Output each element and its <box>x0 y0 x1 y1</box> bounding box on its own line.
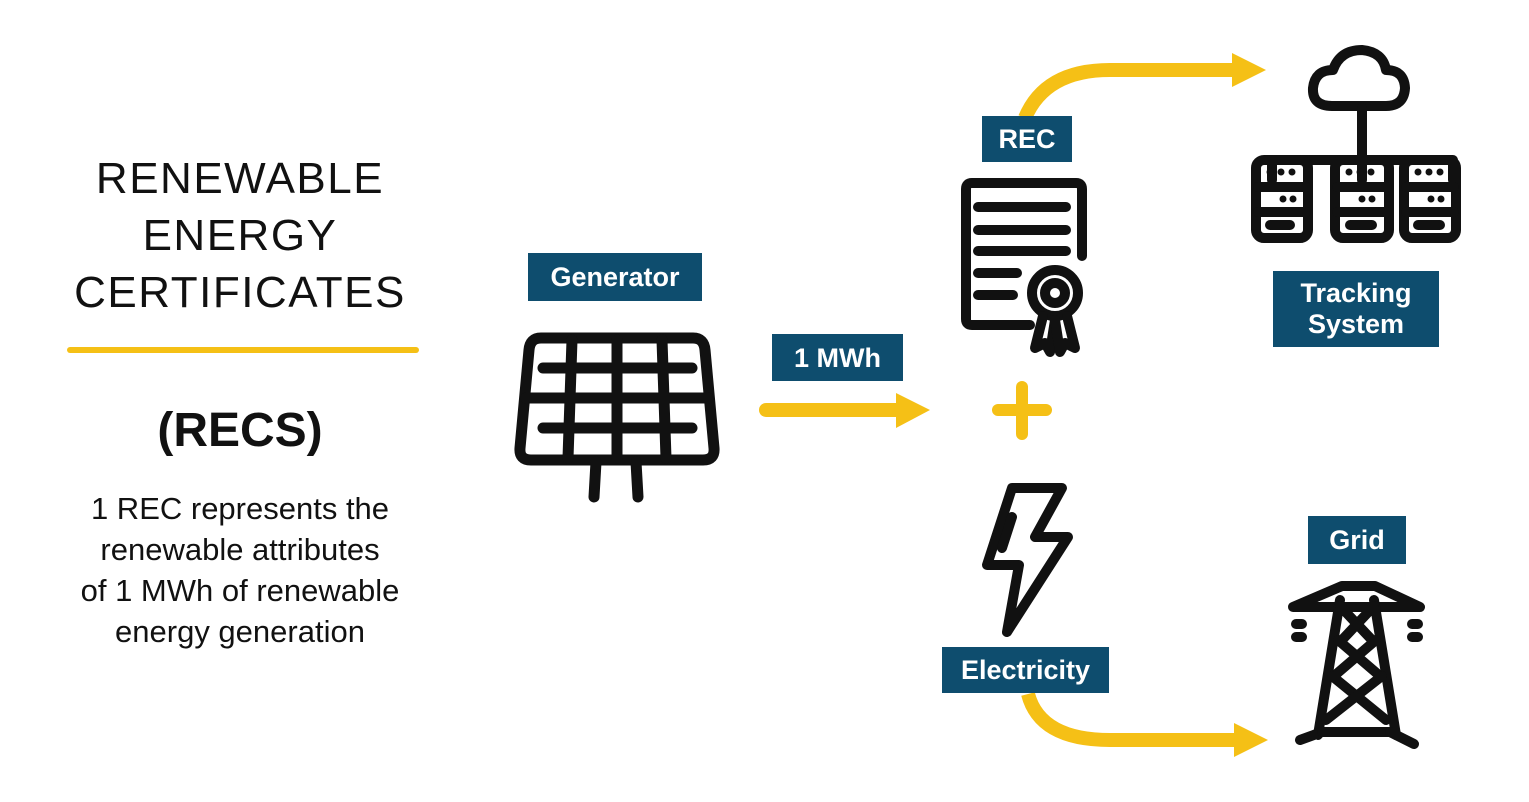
description: 1 REC represents the renewable attribute… <box>30 488 450 652</box>
description-line-2: renewable attributes <box>100 532 380 567</box>
electricity-to-grid-arrow <box>1021 691 1268 757</box>
title-line-1: RENEWABLE <box>95 154 385 203</box>
title-divider <box>67 347 419 353</box>
flow-label: 1 MWh <box>772 334 903 381</box>
diagram-title: RENEWABLE ENERGY CERTIFICATES <box>40 150 440 321</box>
solar-panel-icon <box>514 332 720 503</box>
grid-label: Grid <box>1308 516 1406 564</box>
title-line-3: CERTIFICATES <box>74 268 406 317</box>
tracking-system-label: Tracking System <box>1273 271 1439 347</box>
description-line-1: 1 REC represents the <box>90 491 390 526</box>
tracking-label-line-2: System <box>1307 309 1405 339</box>
cloud-servers-icon <box>1251 45 1461 243</box>
lightning-bolt-icon <box>982 483 1073 637</box>
arrow-right-icon <box>759 393 930 428</box>
tracking-label-line-1: Tracking <box>1300 278 1412 308</box>
certificate-icon <box>961 178 1087 357</box>
plus-icon <box>992 381 1052 440</box>
electricity-label: Electricity <box>942 647 1109 693</box>
rec-label: REC <box>982 116 1072 162</box>
server-lights <box>1266 168 1445 203</box>
rec-to-tracking-arrow <box>1018 53 1266 121</box>
transmission-tower-icon <box>1288 581 1425 749</box>
title-line-2: ENERGY <box>142 211 338 260</box>
description-line-4: energy generation <box>115 614 365 649</box>
description-line-3: of 1 MWh of renewable <box>80 573 400 608</box>
abbreviation: (RECS) <box>157 404 323 457</box>
generator-label: Generator <box>528 253 702 301</box>
